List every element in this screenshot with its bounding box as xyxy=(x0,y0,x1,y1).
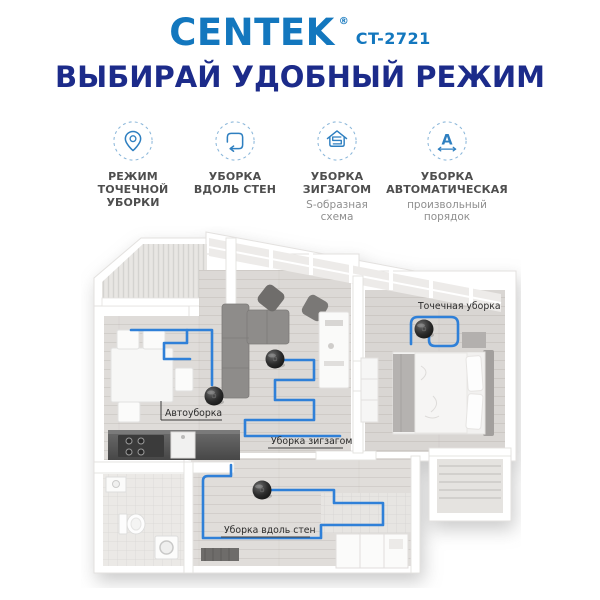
mode-sublabel: произвольный порядок xyxy=(407,198,487,223)
plan-label-along-walls: Уборка вдоль стен xyxy=(224,525,316,536)
house-zigzag-icon xyxy=(317,121,357,161)
doormat xyxy=(201,548,239,561)
hall-cabinet xyxy=(335,533,409,569)
mode-spot-cleaning: РЕЖИМ ТОЧЕЧНОЙ УБОРКИ xyxy=(67,120,199,212)
inner-walls xyxy=(93,237,512,574)
washing-machine xyxy=(154,535,179,560)
floor-plan: Автоуборка Точечная уборка Уборка зигзаг… xyxy=(81,226,521,588)
brand-logo: CENTEK xyxy=(169,11,335,54)
page-title: ВЫБИРАЙ УДОБНЫЙ РЕЖИМ xyxy=(55,60,545,94)
header: CENTEK ® CT-2721 ВЫБИРАЙ УДОБНЫЙ РЕЖИМ xyxy=(0,14,600,94)
toilet xyxy=(118,513,146,535)
chair xyxy=(142,329,166,350)
mode-along-walls: УБОРКА ВДОЛЬ СТЕН xyxy=(169,120,301,199)
chair xyxy=(116,329,140,350)
plan-label-zigzag: Уборка зигзагом xyxy=(271,436,352,447)
robot-vacuum-walls xyxy=(252,480,272,500)
robot-vacuum-spot xyxy=(414,319,434,339)
cleaning-path-spiral xyxy=(409,315,460,348)
pillow xyxy=(465,355,484,392)
auto-a-icon: A xyxy=(427,121,467,161)
dining-table xyxy=(110,329,194,423)
mode-label: РЕЖИМ ТОЧЕЧНОЙ УБОРКИ xyxy=(97,170,169,209)
letter-a-glyph: A xyxy=(441,132,452,148)
floor-plan-svg: Автоуборка Точечная уборка Уборка зигзаг… xyxy=(93,231,517,574)
chair xyxy=(174,367,194,392)
plan-label-spot: Точечная уборка xyxy=(417,301,501,312)
pouf xyxy=(257,284,285,312)
mode-sublabel: S-образная схема xyxy=(306,198,368,223)
sink xyxy=(105,476,127,493)
chair xyxy=(117,401,141,423)
mode-automatic: A УБОРКА АВТОМАТИЧЕСКАЯ произвольный пор… xyxy=(381,120,513,223)
mode-label: УБОРКА АВТОМАТИЧЕСКАЯ xyxy=(386,170,508,196)
nightstand xyxy=(462,332,486,348)
plan-annotations: Автоуборка Точечная уборка Уборка зигзаг… xyxy=(160,301,501,538)
kitchen-counter xyxy=(108,430,240,460)
registered-mark: ® xyxy=(338,16,349,27)
pillow xyxy=(465,393,484,430)
wardrobe xyxy=(360,357,379,423)
cleaning-path-auto-loop xyxy=(162,328,192,361)
cleaning-path-zigzag xyxy=(243,358,342,438)
mode-label: УБОРКА ВДОЛЬ СТЕН xyxy=(193,170,277,196)
mode-zigzag: УБОРКА ЗИГЗАГОМ S-образная схема xyxy=(271,120,403,223)
robot-vacuum-auto xyxy=(204,386,224,406)
robot-vacuum-zigzag xyxy=(265,349,285,369)
brand-logo-row: CENTEK ® CT-2721 xyxy=(0,14,600,51)
bed xyxy=(392,350,494,436)
mode-label: УБОРКА ЗИГЗАГОМ xyxy=(302,170,372,196)
loop-arrow-icon xyxy=(215,121,255,161)
model-number: CT-2721 xyxy=(355,29,431,48)
balcony-bench xyxy=(439,465,501,499)
sofa xyxy=(221,303,290,399)
tv-stand xyxy=(318,311,350,389)
cleaning-path-along-walls xyxy=(201,463,385,540)
plan-label-auto: Автоуборка xyxy=(165,408,222,419)
cleaning-path-auto xyxy=(129,328,214,387)
pin-icon xyxy=(113,121,153,161)
